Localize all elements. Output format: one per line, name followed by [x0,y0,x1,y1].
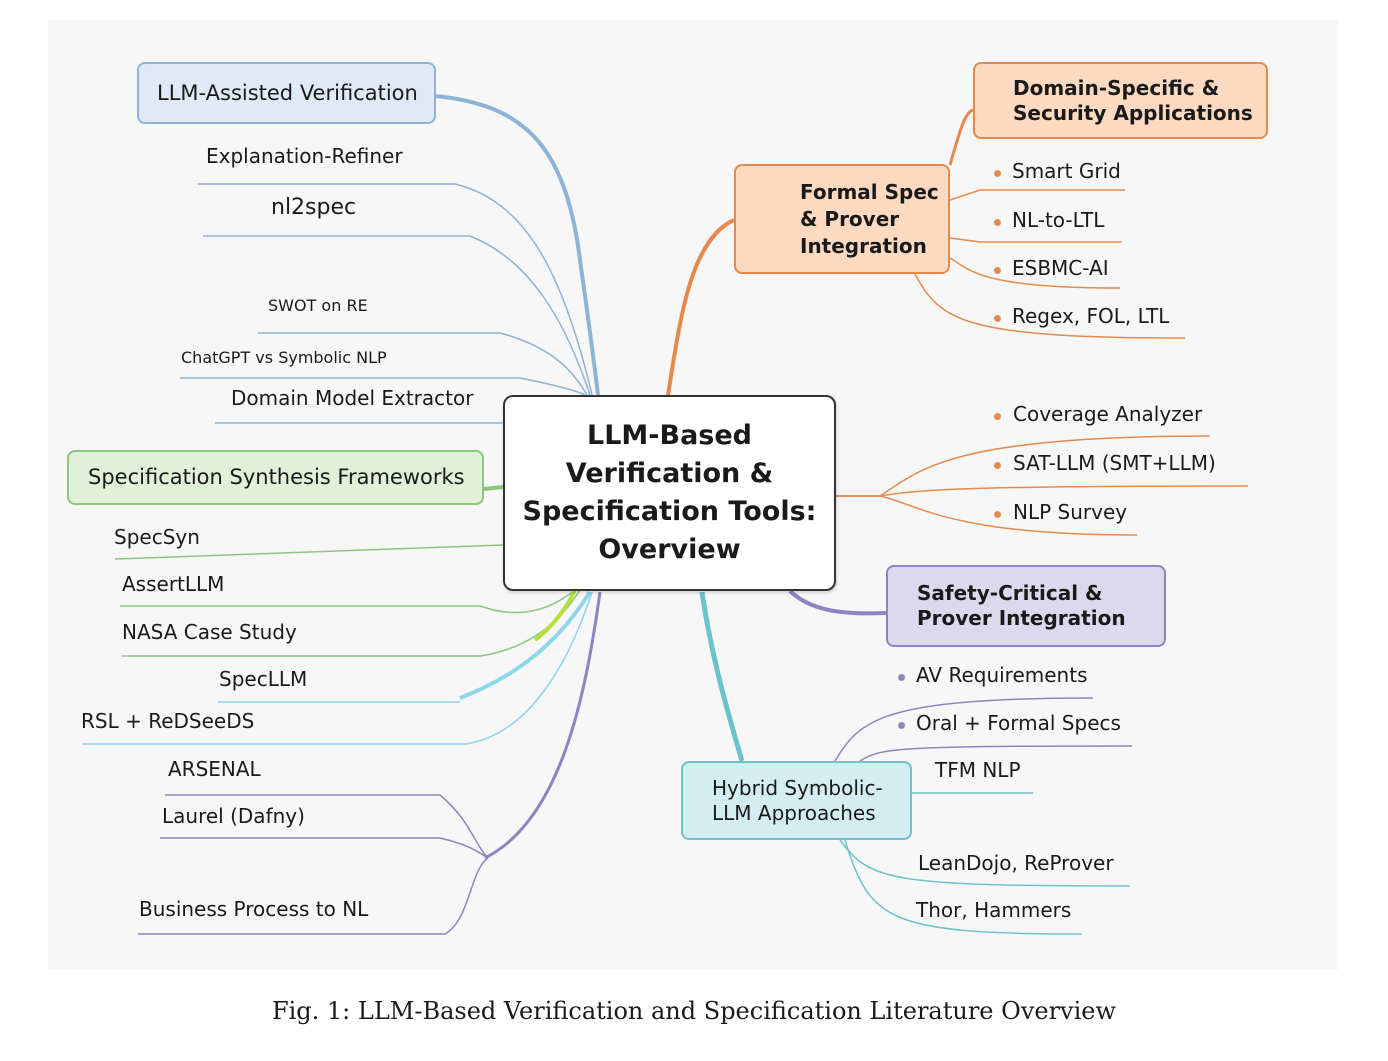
category-label: Hybrid Symbolic- LLM Approaches [712,775,883,825]
leaf-chatgpt-vs-symbolic-nlp: ChatGPT vs Symbolic NLP [181,348,387,367]
leaf-av-requirements: AV Requirements [916,663,1088,687]
bullet-icon [898,674,905,681]
bullet-icon [994,462,1001,469]
leaf-domain-model-extractor: Domain Model Extractor [231,386,474,410]
category-formal-spec-prover: Formal Spec & Prover Integration [734,164,950,274]
leaf-esbmc-ai: ESBMC-AI [1012,256,1109,280]
bullet-icon [994,267,1001,274]
leaf-regex-fol-ltl: Regex, FOL, LTL [1012,304,1170,328]
category-llm-assisted-verification: LLM-Assisted Verification [137,62,436,124]
category-label: Specification Synthesis Frameworks [88,465,465,490]
leaf-sat-llm: SAT-LLM (SMT+LLM) [1013,451,1216,475]
leaf-oral-formal-specs: Oral + Formal Specs [916,711,1121,735]
leaf-smart-grid: Smart Grid [1012,159,1121,183]
leaf-coverage-analyzer: Coverage Analyzer [1013,402,1203,426]
category-label: Domain-Specific & Security Applications [1013,75,1253,125]
leaf-thor-hammers: Thor, Hammers [916,898,1072,922]
bullet-icon [994,413,1001,420]
leaf-nlp-survey: NLP Survey [1013,500,1128,524]
category-label: LLM-Assisted Verification [157,80,418,105]
leaf-specllm: SpecLLM [219,667,308,691]
bullet-icon [994,315,1001,322]
bullet-icon [994,219,1001,226]
category-label: Formal Spec & Prover Integration [800,179,939,258]
leaf-tfm-nlp: TFM NLP [935,758,1021,782]
leaf-assertllm: AssertLLM [122,572,225,596]
leaf-rsl-redseeds: RSL + ReDSeeDS [81,709,255,733]
leaf-laurel-dafny: Laurel (Dafny) [162,804,305,828]
figure-caption: Fig. 1: LLM-Based Verification and Speci… [271,997,1117,1025]
bullet-icon [994,170,1001,177]
category-safety-critical: Safety-Critical & Prover Integration [886,565,1166,647]
bullet-icon [994,511,1001,518]
central-topic-box: LLM-Based Verification & Specification T… [503,395,836,591]
leaf-explanation-refiner: Explanation-Refiner [206,144,403,168]
category-specification-synthesis: Specification Synthesis Frameworks [67,450,484,505]
bullet-icon [898,722,905,729]
central-topic-title: LLM-Based Verification & Specification T… [522,420,817,565]
leaf-nasa-case-study: NASA Case Study [122,620,297,644]
leaf-business-process-to-nl: Business Process to NL [139,897,369,921]
leaf-specsyn: SpecSyn [114,525,200,549]
category-domain-specific-security: Domain-Specific & Security Applications [973,62,1268,139]
leaf-swot-on-re: SWOT on RE [268,296,368,315]
leaf-leandojo-reprover: LeanDojo, ReProver [918,851,1114,875]
leaf-nl-to-ltl: NL-to-LTL [1012,208,1105,232]
category-hybrid-symbolic-llm: Hybrid Symbolic- LLM Approaches [681,761,912,840]
leaf-nl2spec: nl2spec [271,195,357,220]
category-label: Safety-Critical & Prover Integration [917,581,1126,630]
leaf-arsenal: ARSENAL [168,757,261,781]
